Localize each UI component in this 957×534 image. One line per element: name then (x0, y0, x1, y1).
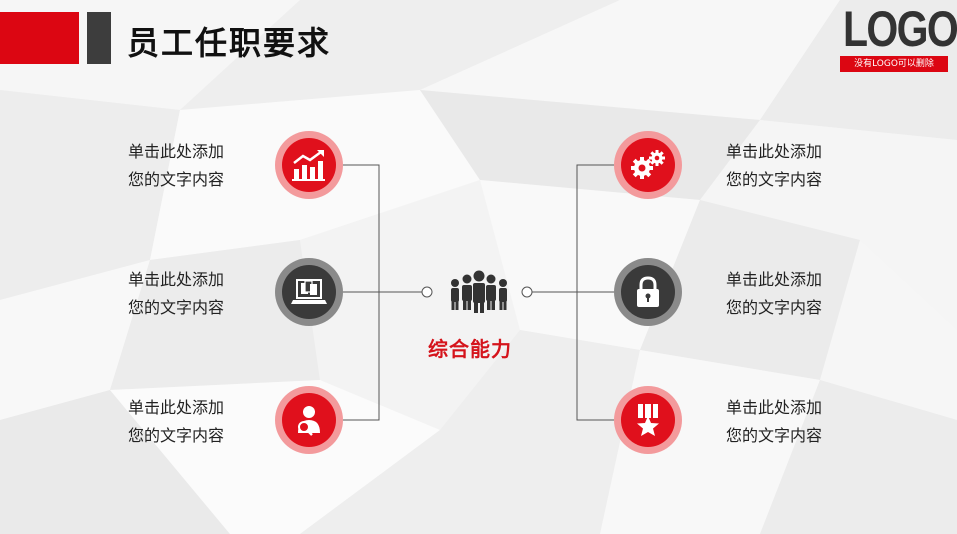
person-search-icon (298, 406, 320, 436)
page-title: 员工任职要求 (127, 24, 332, 62)
left-item-3-circle (275, 386, 343, 454)
lock-icon (637, 276, 659, 307)
left-item-1-line1: 单击此处添加 (128, 142, 225, 161)
header-accent-dark (87, 12, 111, 64)
header-accent-red (0, 12, 79, 64)
left-item-2-line2: 您的文字内容 (128, 298, 225, 317)
right-item-1-text: 单击此处添加 您的文字内容 (726, 138, 822, 194)
right-item-3-text: 单击此处添加 您的文字内容 (726, 394, 822, 450)
right-item-2-line2: 您的文字内容 (726, 298, 823, 317)
left-item-3-line1: 单击此处添加 (128, 398, 225, 417)
left-item-1-text: 单击此处添加 您的文字内容 (128, 138, 224, 194)
center-people-icon (448, 268, 510, 314)
right-item-3-circle (614, 386, 682, 454)
left-item-2-circle (275, 258, 343, 326)
right-item-2-text: 单击此处添加 您的文字内容 (726, 266, 822, 322)
right-item-1-circle (614, 131, 682, 199)
left-item-2-line1: 单击此处添加 (128, 270, 225, 289)
center-label: 综合能力 (428, 337, 512, 361)
right-item-1-line1: 单击此处添加 (726, 142, 823, 161)
left-item-3-line2: 您的文字内容 (128, 426, 225, 445)
left-item-1-circle (275, 131, 343, 199)
laptop-documents-icon (291, 279, 327, 304)
left-item-2-text: 单击此处添加 您的文字内容 (128, 266, 224, 322)
left-item-3-text: 单击此处添加 您的文字内容 (128, 394, 224, 450)
right-item-3-line1: 单击此处添加 (726, 398, 823, 417)
right-item-2-line1: 单击此处添加 (726, 270, 823, 289)
logo-subtitle: 没有LOGO可以删除 (840, 56, 948, 72)
right-item-3-line2: 您的文字内容 (726, 426, 823, 445)
right-item-1-line2: 您的文字内容 (726, 170, 823, 189)
left-item-1-line2: 您的文字内容 (128, 170, 225, 189)
gears-icon (631, 150, 665, 179)
right-item-2-circle (614, 258, 682, 326)
medal-icon (637, 404, 659, 436)
growth-chart-icon (292, 150, 325, 181)
